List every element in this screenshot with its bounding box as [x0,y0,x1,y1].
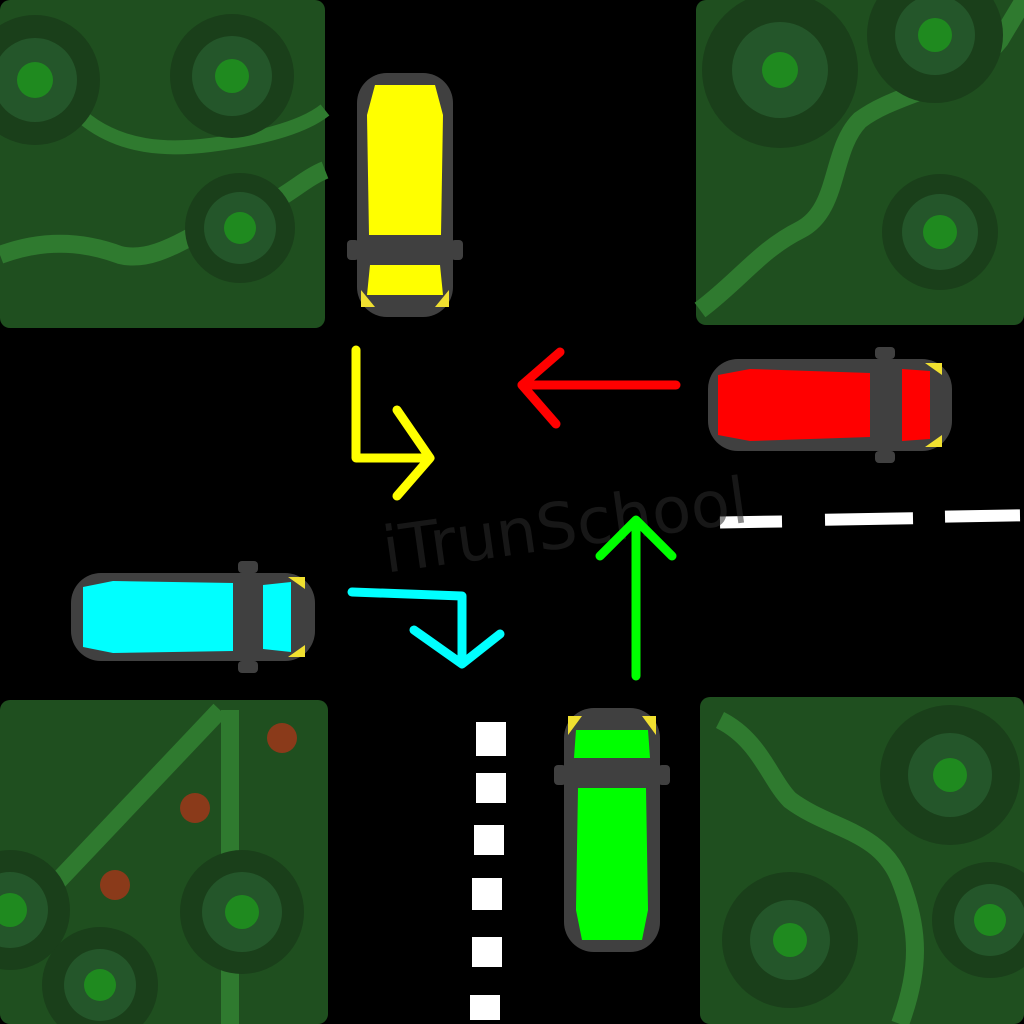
cyan-car-roof [83,581,233,653]
tree [185,173,295,283]
headlight [288,577,305,589]
tree [932,862,1024,978]
tree [880,705,1020,845]
tree [0,850,70,970]
headlight [568,716,582,735]
yellow-car[interactable] [347,73,463,317]
tree [42,927,158,1024]
yellow-car-roof [367,85,443,235]
tree [0,15,100,145]
green-car[interactable] [554,708,670,952]
tree [867,0,1003,103]
green-straight-arrow [595,515,677,681]
lane-marking-south [470,722,506,1020]
yellow-turn-arrow [351,345,435,501]
tree [170,14,294,138]
green-car-hood [574,730,650,758]
grass-block-top-left [0,0,330,328]
red-car[interactable] [708,347,952,463]
tree [180,850,304,974]
cyan-turn-arrow [347,587,505,669]
berry [100,870,130,900]
headlight [925,363,942,375]
headlight [435,290,449,307]
tree [702,0,858,148]
red-straight-arrow [517,347,681,429]
red-car-hood [902,369,930,441]
grass-block-bottom-right [700,697,1024,1024]
tree [882,174,998,290]
berry [267,723,297,753]
lane-marking-east [719,509,1021,529]
cyan-car[interactable] [71,561,315,673]
headlight [288,645,305,657]
headlight [642,716,656,735]
grass-block-bottom-left [0,700,328,1024]
headlight [361,290,375,307]
headlight [925,435,942,447]
yellow-car-hood [367,265,443,295]
red-car-roof [718,369,870,441]
grass-block-top-right [694,0,1024,325]
cyan-car-hood [263,582,291,652]
green-car-roof [576,788,648,940]
berry [180,793,210,823]
tree [722,872,858,1008]
